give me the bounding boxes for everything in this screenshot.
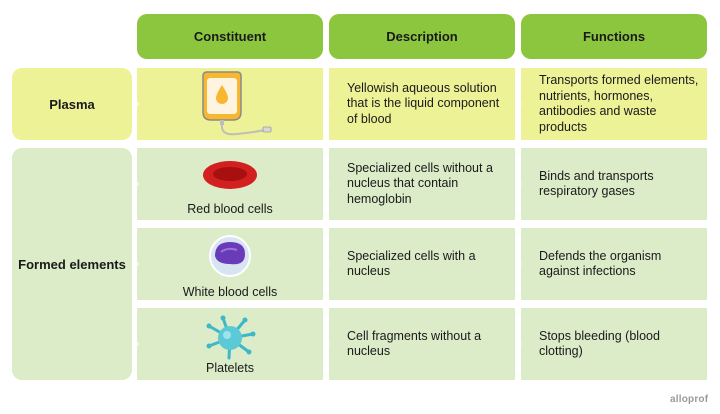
- platelets-description: Cell fragments without a nucleus: [329, 308, 515, 380]
- wbc-name: White blood cells: [182, 285, 278, 299]
- plasma-description: Yellowish aqueous solution that is the l…: [329, 68, 515, 140]
- blood-bag-icon: [202, 71, 272, 136]
- header-functions: Functions: [521, 14, 707, 59]
- rbc-constituent-cell: Red blood cells: [137, 148, 323, 220]
- wbc-functions: Defends the organism against infections: [521, 228, 707, 300]
- plasma-constituent-cell: [137, 68, 323, 140]
- header-constituent: Constituent: [137, 14, 323, 59]
- rbc-functions: Binds and transports respiratory gases: [521, 148, 707, 220]
- formed-elements-label: Formed elements: [12, 148, 132, 380]
- plasma-functions: Transports formed elements, nutrients, h…: [521, 68, 707, 140]
- platelets-functions: Stops bleeding (blood clotting): [521, 308, 707, 380]
- rbc-description: Specialized cells without a nucleus that…: [329, 148, 515, 220]
- platelets-name: Platelets: [206, 361, 254, 375]
- alloprof-logo: alloprof: [670, 394, 709, 405]
- header-description: Description: [329, 14, 515, 59]
- red-blood-cell-icon: [203, 161, 257, 189]
- wbc-constituent-cell: White blood cells: [137, 228, 323, 300]
- rbc-name: Red blood cells: [187, 202, 273, 216]
- wbc-description: Specialized cells with a nucleus: [329, 228, 515, 300]
- white-blood-cell-icon: [209, 235, 251, 277]
- platelets-constituent-cell: Platelets: [137, 308, 323, 380]
- plasma-label: Plasma: [12, 68, 132, 140]
- platelet-icon: [206, 315, 256, 360]
